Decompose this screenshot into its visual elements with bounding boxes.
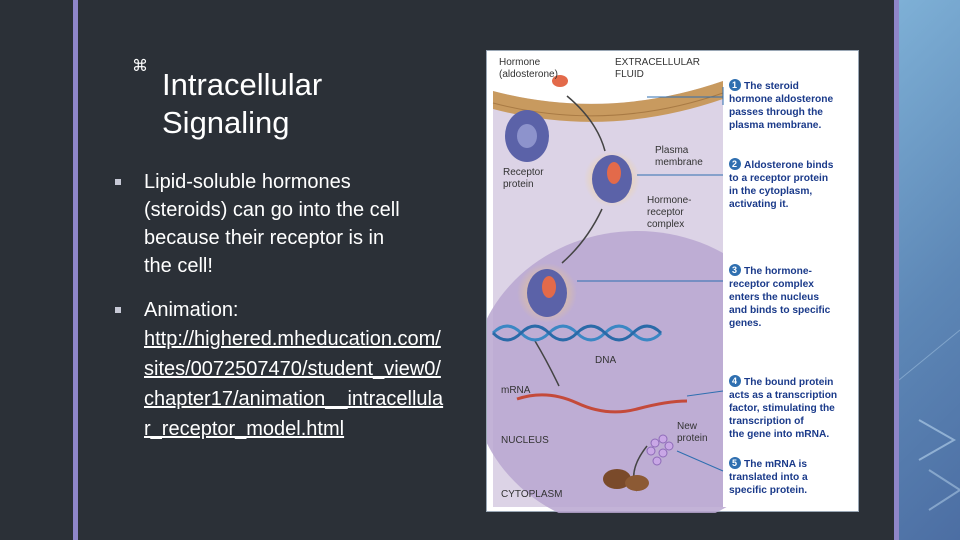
svg-text:the gene into mRNA.: the gene into mRNA. [729, 429, 829, 440]
svg-text:acts as a transcription: acts as a transcription [729, 390, 837, 401]
svg-text:Aldosterone binds: Aldosterone binds [744, 160, 834, 171]
svg-text:and binds to specific: and binds to specific [729, 305, 831, 316]
figure-illustration: Hormone (aldosterone) EXTRACELLULAR FLUI… [487, 57, 854, 513]
bullet-list: Lipid-soluble hormones (steroids) can go… [115, 168, 455, 460]
svg-text:4: 4 [732, 376, 737, 386]
step-3: 3 The hormone- receptor complex enters t… [729, 264, 831, 329]
mrna-label: mRNA [501, 385, 531, 396]
animation-link[interactable]: http://highered.mheducation.com/sites/00… [144, 328, 444, 440]
extracellular-label: EXTRACELLULAR [615, 57, 700, 68]
plasma-membrane [493, 81, 723, 122]
new-protein-chain [646, 434, 674, 466]
cytoplasm-label: CYTOPLASM [501, 489, 563, 500]
step-1: 1 The steroid hormone aldosterone passes… [722, 79, 833, 131]
mrna-strand [516, 393, 688, 414]
svg-text:2: 2 [732, 159, 737, 169]
decorative-side-panel [899, 0, 960, 540]
complex-label-3: complex [647, 219, 684, 230]
ribosome [603, 469, 631, 489]
complex-label: Hormone- [647, 195, 691, 206]
plasma-label-2: membrane [655, 157, 703, 168]
hormone-molecule [552, 75, 568, 87]
bullet-line: Lipid-soluble hormones [144, 171, 351, 193]
step-2: 2 Aldosterone binds to a receptor protei… [729, 158, 834, 210]
new-protein-label-2: protein [677, 433, 708, 444]
receptor-label: Receptor [503, 167, 544, 178]
svg-text:The mRNA is: The mRNA is [744, 459, 807, 470]
bullet-item: Animation: http://highered.mheducation.c… [115, 296, 455, 444]
svg-text:3: 3 [732, 265, 737, 275]
receptor-label-2: protein [503, 179, 534, 190]
svg-text:The steroid: The steroid [744, 81, 799, 92]
hormone-label: Hormone [499, 57, 541, 68]
left-accent-bar [73, 0, 78, 540]
title-line-1: Intracellular [162, 67, 323, 102]
complex-label-2: receptor [647, 207, 684, 218]
extracellular-label-2: FLUID [615, 69, 644, 80]
command-icon: ⌘ [132, 58, 148, 75]
bullet-line: because their receptor is in [144, 227, 385, 249]
svg-text:hormone aldosterone: hormone aldosterone [729, 94, 833, 105]
bullet-line: the cell! [144, 255, 213, 277]
dna-label: DNA [595, 355, 616, 366]
svg-text:in the cytoplasm,: in the cytoplasm, [729, 186, 812, 197]
svg-text:enters the nucleus: enters the nucleus [729, 292, 819, 303]
svg-text:to a receptor protein: to a receptor protein [729, 173, 828, 184]
square-bullet-icon [115, 307, 121, 313]
svg-text:plasma membrane.: plasma membrane. [729, 120, 821, 131]
bullet-item: Lipid-soluble hormones (steroids) can go… [115, 168, 455, 280]
step-4: 4 The bound protein acts as a transcript… [729, 375, 837, 440]
plasma-label: Plasma [655, 145, 689, 156]
step-5: 5 The mRNA is translated into a specific… [729, 457, 808, 496]
bullet-line: (steroids) can go into the cell [144, 199, 400, 221]
svg-text:factor, stimulating the: factor, stimulating the [729, 403, 835, 414]
hormone-sublabel: (aldosterone) [499, 69, 558, 80]
new-protein-label: New [677, 421, 698, 432]
svg-text:1: 1 [732, 80, 737, 90]
svg-text:The hormone-: The hormone- [744, 266, 812, 277]
svg-text:5: 5 [732, 458, 737, 468]
right-accent-bar [894, 0, 899, 540]
slide-title: Intracellular Signaling [162, 66, 462, 142]
svg-text:activating it.: activating it. [729, 199, 789, 210]
square-bullet-icon [115, 179, 121, 185]
steroid-signaling-figure: Hormone (aldosterone) EXTRACELLULAR FLUI… [486, 50, 859, 513]
svg-text:receptor complex: receptor complex [729, 279, 814, 290]
nucleus-label: NUCLEUS [501, 435, 549, 446]
svg-text:The bound protein: The bound protein [744, 377, 833, 388]
svg-text:genes.: genes. [729, 318, 761, 329]
svg-text:specific protein.: specific protein. [729, 485, 807, 496]
bullet-label: Animation: [144, 299, 239, 321]
svg-text:transcription of: transcription of [729, 416, 804, 427]
svg-text:translated into a: translated into a [729, 472, 808, 483]
svg-text:passes through the: passes through the [729, 107, 823, 118]
title-line-2: Signaling [162, 105, 290, 140]
decorative-pattern [899, 329, 960, 511]
